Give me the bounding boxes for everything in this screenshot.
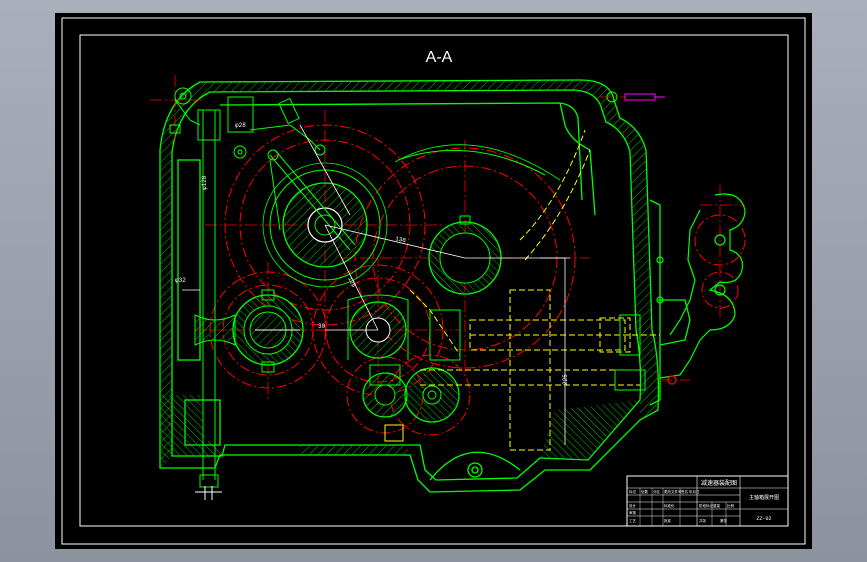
title-block-cell: 工艺	[629, 518, 637, 524]
title-block-cell: 设计	[629, 503, 637, 509]
title-block-cell: 重量	[713, 503, 721, 509]
title-block: 减速器装配图 主轴箱展开图 ZZ-02 标记处数分区更改文件号签名年月日 设计 标…	[626, 475, 789, 527]
top-right-bolt	[606, 91, 665, 103]
right-shaft-solid	[429, 257, 646, 445]
title-block-row4: 工艺 批准	[629, 518, 672, 524]
dim-d1: φ32	[175, 277, 186, 284]
dim-d3: 125	[346, 276, 357, 289]
part-name: 主轴箱展开图	[749, 494, 779, 501]
title-block-row3: 审核	[629, 510, 637, 516]
title-block-sheet: 共张 第张	[699, 518, 728, 524]
dim-d6: 225	[562, 374, 569, 385]
title-block-cell: 比例	[727, 503, 735, 509]
dimension-lines	[182, 224, 565, 331]
drawing-number: ZZ-02	[756, 516, 771, 522]
title-block-cell: 第张	[720, 518, 728, 524]
title-block-cell: 处数	[641, 489, 649, 495]
title-block-row2: 设计 标准化	[629, 503, 675, 509]
dim-d2: 138	[395, 235, 407, 244]
dim-d5: φ120	[201, 175, 208, 190]
title-block-cell: 更改文件号	[664, 489, 682, 495]
title-block-cell: 分区	[653, 489, 661, 495]
section-label: A-A	[426, 49, 453, 66]
title-block-cell: 签名	[681, 489, 688, 495]
title-block-cell: 共张	[699, 518, 707, 524]
title-block-cell: 阶段标记	[699, 503, 713, 509]
drawing-title: 减速器装配图	[701, 479, 737, 487]
vertical-shaft	[195, 96, 254, 500]
bottom-gears	[362, 364, 460, 442]
dim-d7: φ28	[235, 122, 246, 129]
title-block-cell: 批准	[664, 518, 672, 524]
inner-frame	[79, 34, 789, 527]
title-block-cell: 标记	[629, 489, 637, 495]
title-block-stage: 阶段标记重量比例	[699, 503, 735, 509]
dim-d4: 30	[318, 323, 326, 330]
title-block-row1: 标记处数分区更改文件号签名年月日	[629, 489, 700, 495]
title-block-cell: 审核	[629, 510, 637, 516]
top-left-lever	[169, 87, 201, 134]
outer-frame	[61, 17, 806, 545]
right-handle	[656, 193, 746, 385]
title-block-cell: 标准化	[664, 503, 675, 509]
title-block-cell: 年月日	[689, 489, 700, 495]
dimension-texts: φ32 138 125 30 φ120 225 φ28	[175, 122, 569, 385]
left-shaft-gear	[194, 289, 304, 373]
